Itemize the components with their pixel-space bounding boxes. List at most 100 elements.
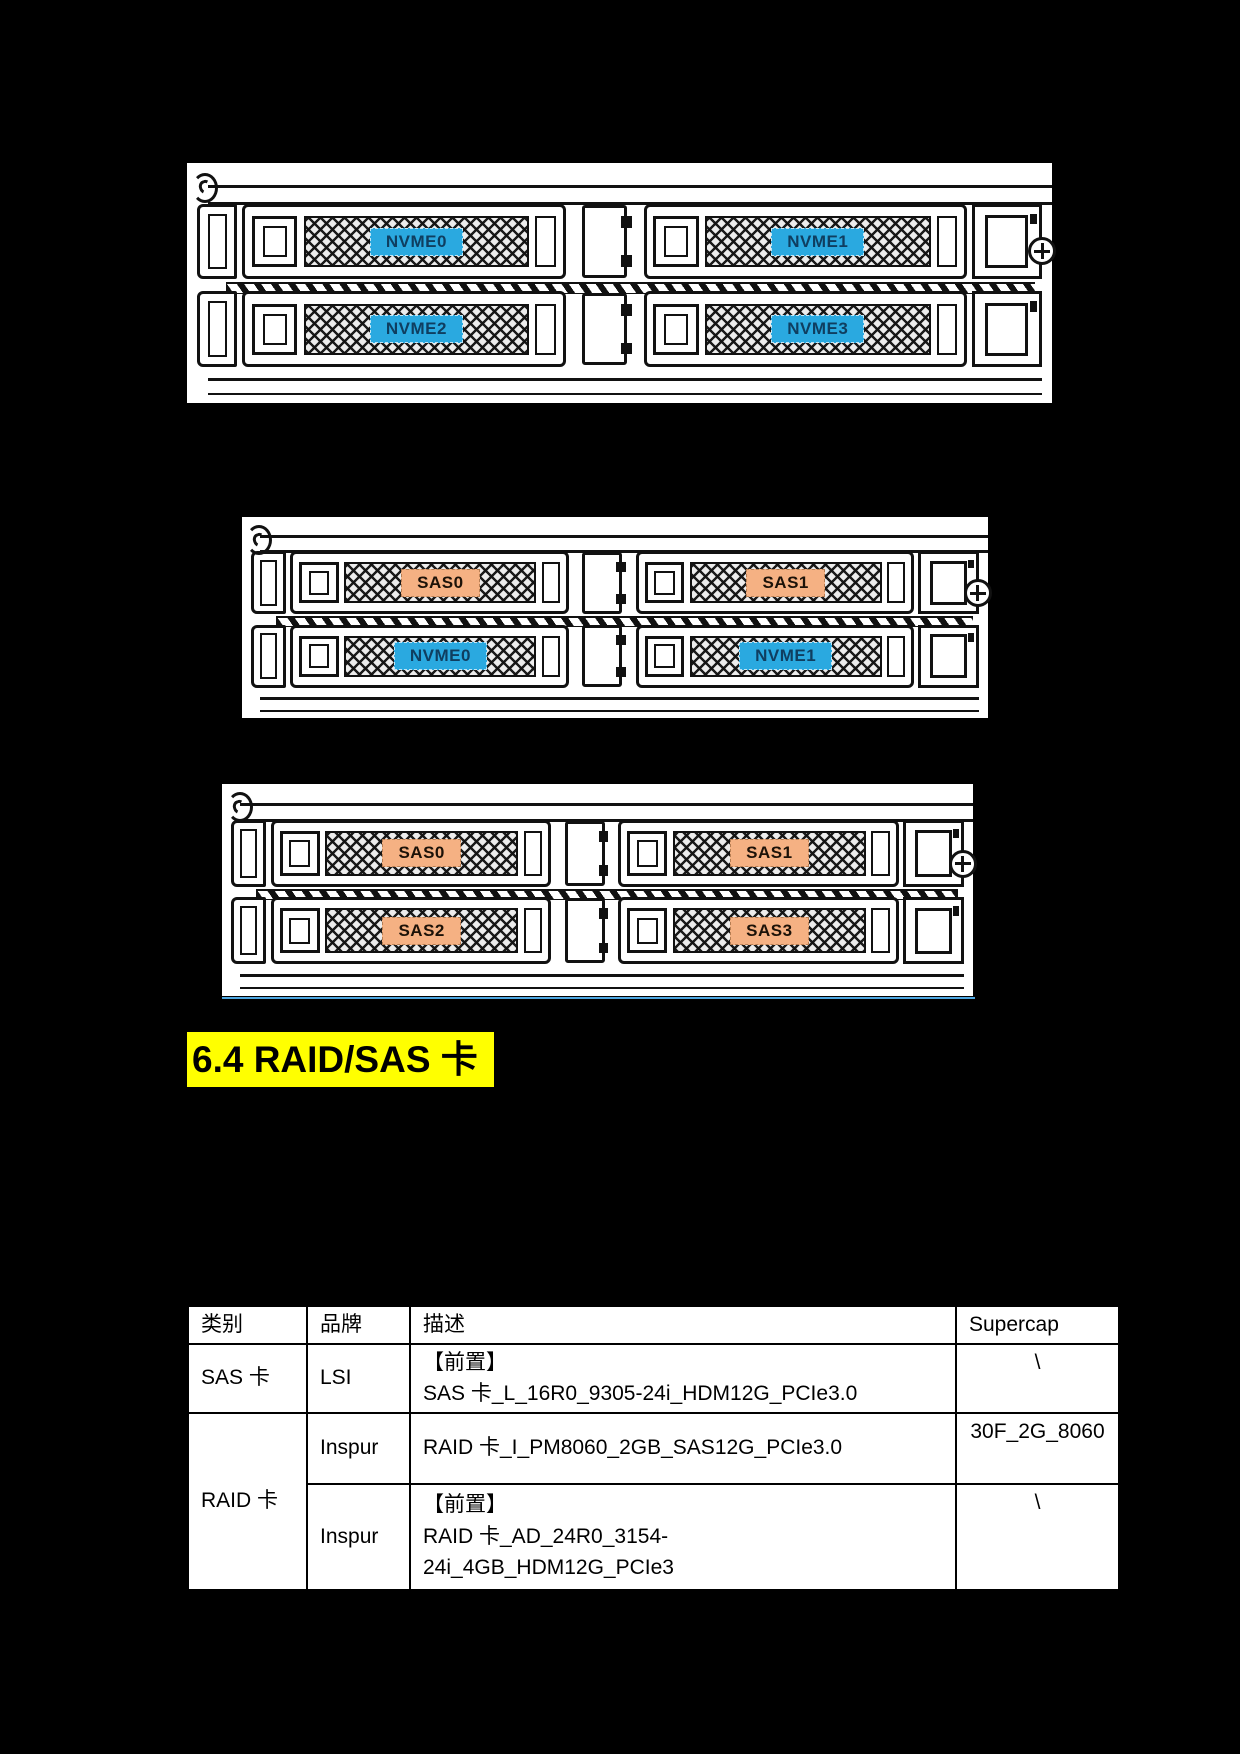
tray-mesh: SAS1 [672,831,867,876]
drive-tray: SAS2 [270,897,551,965]
tray-mesh: SAS1 [689,562,882,604]
tray-endcap [541,635,560,677]
tray-endcap [871,908,890,954]
chassis-top-bar [259,535,988,554]
description-line: 【前置】 [423,1493,507,1517]
chassis-ear-icon [197,291,238,367]
tray-mesh: NVME0 [303,216,530,268]
bay-label: SAS2 [382,916,461,945]
tray-mesh: NVME1 [704,216,931,268]
tray-mesh: NVME1 [689,635,882,677]
chassis-ear-icon [231,820,267,887]
tray-endcap [871,831,890,876]
mid-connector-icon [555,820,614,887]
screw-spiral-icon [226,792,253,823]
cell-category: RAID 卡 [187,1411,308,1591]
bay-label: SAS0 [382,839,461,868]
drive-tray: NVME2 [242,291,566,367]
tray-endcap [523,908,543,954]
tray-mesh: SAS3 [672,908,867,954]
chassis-ear-icon [250,624,287,688]
drive-row: NVME0 NVME1 [250,624,980,688]
bay-label: NVME0 [393,642,487,671]
chassis-ear-icon [197,203,238,280]
screw-spiral-icon [246,525,273,556]
drive-tray: NVME3 [643,291,968,367]
bay-label: NVME0 [369,227,463,256]
tray-latch-icon [644,635,685,677]
bay-label: NVME2 [369,315,463,344]
cell-description: 【前置】 RAID 卡_AD_24R0_3154- 24i_4GB_HDM12G… [409,1482,957,1591]
column-header-brand: 品牌 [306,1305,411,1345]
release-latch-icon [918,624,980,688]
chassis-bottom-bar [240,973,964,990]
tray-latch-icon [627,908,668,954]
cell-supercap: \ [955,1342,1120,1414]
bay-label: NVME1 [771,227,865,256]
chassis-top-bar [207,184,1052,205]
screw-spiral-icon [192,172,219,203]
chassis-ear-icon [250,551,287,615]
mid-connector-icon [573,551,631,614]
mid-connector-icon [555,897,614,964]
drive-bay-diagram-2: SAS0 SAS1 NVME0 NVME1 [242,517,992,718]
table-header-row: 类别 品牌 描述 Supercap [187,1305,1120,1345]
drive-tray: NVME1 [643,203,968,280]
drive-tray: SAS1 [618,820,899,887]
row-divider-hatch [225,281,1035,295]
tray-endcap [936,303,958,355]
tray-latch-icon [627,831,668,876]
tray-endcap [886,562,906,604]
tray-mesh: SAS0 [344,562,537,604]
description-line: SAS 卡_L_16R0_9305-24i_HDM12G_PCIe3.0 [423,1382,858,1405]
mid-connector-icon [571,204,639,280]
drive-row: SAS0 SAS1 [231,820,964,887]
drive-row: SAS2 SAS3 [231,897,964,965]
tray-endcap [535,216,557,268]
tray-endcap [523,831,543,876]
tray-mesh: NVME3 [704,303,931,355]
tray-mesh: SAS2 [324,908,519,954]
drive-tray: NVME0 [290,624,569,688]
mid-connector-icon [571,291,639,367]
cell-category: SAS 卡 [187,1342,308,1414]
thumbscrew-icon [1028,237,1057,266]
drive-bay-diagram-3: SAS0 SAS1 SAS2 SAS3 [222,784,977,996]
bay-label: SAS1 [746,568,825,597]
drive-tray: SAS0 [290,551,569,615]
tray-endcap [936,216,958,268]
tray-latch-icon [644,562,685,604]
divider-line [222,997,975,999]
chassis-bottom-bar [259,696,980,712]
tray-latch-icon [279,831,320,876]
thumbscrew-icon [963,579,992,608]
description-line: 24i_4GB_HDM12G_PCIe3 [423,1556,674,1580]
release-latch-icon [972,291,1042,367]
description-line: RAID 卡_AD_24R0_3154- [423,1524,669,1548]
release-latch-icon [903,897,964,965]
mid-connector-icon [573,625,631,688]
tray-endcap [541,562,560,604]
cell-description: 【前置】 SAS 卡_L_16R0_9305-24i_HDM12G_PCIe3.… [409,1342,957,1414]
tray-latch-icon [653,216,699,268]
tray-latch-icon [279,908,320,954]
drive-tray: NVME0 [242,203,566,280]
cell-brand: Inspur [306,1411,411,1485]
bay-label: SAS0 [401,568,480,597]
table-row: RAID 卡 Inspur RAID 卡_I_PM8060_2GB_SAS12G… [187,1411,1120,1591]
row-divider-hatch [275,616,974,628]
raid-sas-card-table: 类别 品牌 描述 Supercap SAS 卡 LSI 【前置】 SAS 卡_L… [187,1305,1120,1591]
drive-tray: SAS3 [618,897,899,965]
drive-row: NVME0 NVME1 [197,203,1042,280]
tray-latch-icon [251,303,298,355]
column-header-description: 描述 [409,1305,957,1345]
column-header-category: 类别 [187,1305,308,1345]
column-header-supercap: Supercap [955,1305,1120,1345]
thumbscrew-icon [948,849,977,878]
tray-endcap [886,635,906,677]
tray-mesh: NVME0 [344,635,537,677]
tray-latch-icon [299,635,340,677]
chassis-ear-icon [231,897,267,965]
cell-supercap: \ [955,1482,1120,1591]
tray-endcap [535,303,557,355]
